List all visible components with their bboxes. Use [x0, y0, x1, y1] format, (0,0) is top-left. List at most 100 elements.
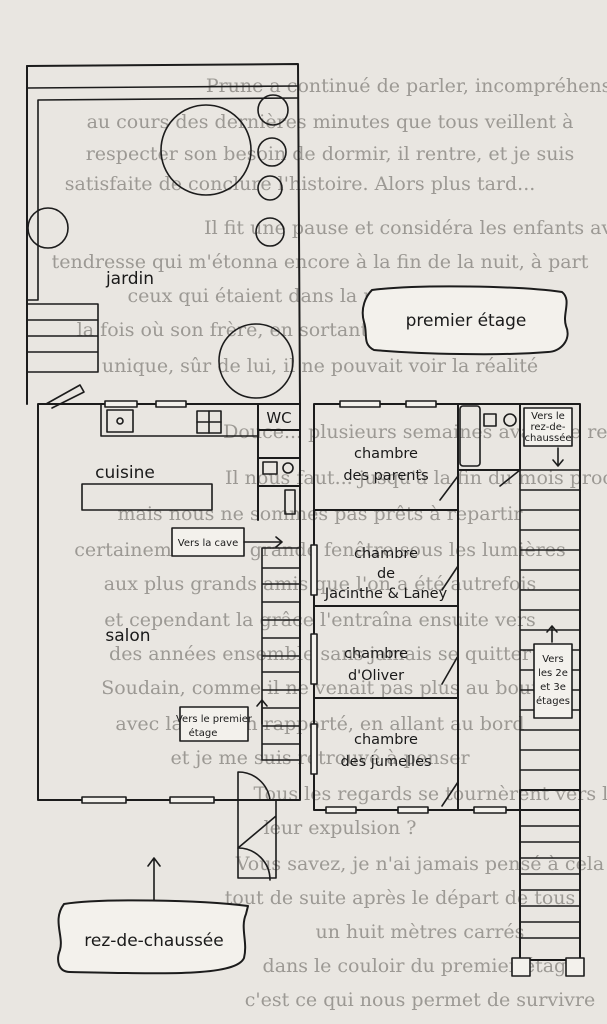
room-dividers: [313, 509, 459, 699]
oliver-room-label-2: d'Oliver: [348, 668, 404, 684]
bleed-line: et cependant la grâce l'entraîna ensuite…: [104, 609, 536, 631]
window: [339, 400, 381, 408]
bleed-line: Soudain, comme il ne venait pas plus au …: [101, 677, 539, 699]
wc-label: WC: [266, 409, 291, 427]
parents-room-label-1: chambre: [354, 446, 418, 462]
bathtub-icon: [459, 405, 481, 467]
hedge: [26, 85, 299, 301]
tree-icon: [257, 175, 283, 201]
arrow-up-icon: [256, 699, 268, 725]
to-ground-floor-sign: [523, 407, 573, 447]
entrance-porch: [237, 799, 277, 879]
bleed-line: des années ensemble sans jamais se quitt…: [109, 643, 532, 665]
exterior-staircase: [511, 789, 585, 977]
ground-floor-label-bubble: [57, 899, 249, 975]
bleed-line: Il fit une pause et considéra les enfant…: [204, 217, 607, 239]
garden-boundary: [26, 63, 301, 405]
bleed-line: dans le couloir du premier étage: [263, 955, 578, 977]
kitchen-sink-icon: [106, 409, 134, 433]
to-first-floor-label-2: étage: [189, 727, 218, 739]
window: [405, 400, 437, 408]
wc-walls: [257, 403, 301, 521]
kitchen-label: cuisine: [95, 463, 155, 483]
window: [310, 723, 318, 775]
jacinthe-room-label-2: de: [377, 566, 395, 582]
wc-sink-icon: [262, 461, 278, 475]
garden-chair: [45, 384, 85, 409]
bleed-through-text: Prune a continué de parler, incompréhens…: [52, 75, 607, 1011]
twins-room-label-1: chambre: [354, 732, 418, 748]
bleed-line: leur expulsion ?: [264, 817, 417, 839]
tree-icon: [255, 217, 285, 247]
living-room-label: salon: [105, 626, 150, 646]
bleed-line: respecter son besoin de dormir, il rentr…: [86, 143, 575, 165]
to-ground-floor-label-1: Vers le: [531, 411, 565, 422]
window: [155, 400, 187, 408]
cellar-sign-label: Vers la cave: [178, 538, 239, 549]
bleed-line: c'est ce qui nous permet de survivre: [245, 989, 596, 1011]
jacinthe-room-label-1: chambre: [354, 546, 418, 562]
bleed-line: Tous les regards se tournèrent vers lui: [253, 783, 607, 805]
garden-steps: [26, 303, 99, 373]
bleed-line: satisfaite de conclure l'histoire. Alors…: [65, 173, 536, 195]
bleed-line: certainement à la grande fenêtre sous le…: [74, 539, 566, 561]
tree-icon: [160, 104, 252, 196]
twins-room-label-2: des jumelles: [340, 754, 431, 770]
bleed-line: au cours des dernières minutes que tous …: [87, 111, 574, 133]
bathroom-sink-icon: [483, 413, 497, 427]
bleed-line: Il nous faut... jusqu'à la fin du mois p…: [225, 467, 607, 489]
arrow-up-icon: [546, 625, 558, 643]
window: [325, 806, 357, 814]
ground-floor-staircase: [261, 547, 301, 761]
to-ground-floor-label-2: rez-de-: [530, 422, 565, 433]
oliver-room-label-1: chambre: [344, 646, 408, 662]
to-upper-floors-label-2: les 2e: [538, 668, 568, 679]
bleed-line: aux plus grands amis que l'on a été autr…: [104, 573, 537, 595]
cellar-sign: [171, 527, 245, 557]
window: [104, 400, 138, 408]
bleed-line: Vous savez, je n'ai jamais pensé à cela: [235, 853, 604, 875]
first-floor-label: premier étage: [406, 311, 527, 331]
ground-floor-label: rez-de-chaussée: [84, 931, 223, 951]
first-floor-plan: premier étage Vers le rez-de- chaussée: [310, 285, 585, 977]
bleed-line: unique, sûr de lui, il ne pouvait voir l…: [102, 355, 538, 377]
to-upper-floors-label-1: Vers: [542, 654, 564, 665]
parents-room-label-2: des parents: [343, 468, 428, 484]
bathroom-toilet-icon: [503, 413, 517, 427]
window: [473, 806, 507, 814]
window: [310, 633, 318, 685]
arrow-up-icon: [147, 857, 161, 901]
jacinthe-room-label-3: Jacinthe & Laney: [324, 586, 448, 602]
window: [310, 544, 318, 596]
bathroom-door: [499, 469, 521, 487]
to-upper-floors-sign: [533, 643, 573, 719]
to-upper-floors-label-3: et 3e: [540, 682, 566, 693]
bathroom-walls: [457, 403, 521, 471]
stair-post: [565, 957, 585, 977]
toilet-tank-icon: [284, 489, 296, 515]
to-first-floor-sign: [179, 706, 249, 742]
garden-label: jardin: [105, 269, 154, 289]
bleed-line: un huit mètres carrés: [316, 921, 525, 943]
first-floor-label-bubble: [361, 285, 569, 356]
ground-floor-walls: [37, 403, 301, 801]
front-door-left: [237, 771, 271, 801]
to-ground-floor-label-3: chaussée: [524, 432, 571, 444]
to-upper-floors-label-4: étages: [536, 695, 570, 707]
first-floor-staircase: [519, 469, 581, 791]
bleed-line: Prune a continué de parler, incompréhens…: [206, 75, 607, 97]
window: [397, 806, 429, 814]
window: [81, 796, 127, 804]
bleed-line: mais nous ne sommes pas prêts à repartir: [118, 503, 524, 525]
toilet-icon: [282, 462, 294, 474]
ground-floor-plan: jardin cuisine WC Vers la cave Vers le p…: [26, 63, 301, 975]
bleed-line: et je me suis retrouvé à penser: [170, 747, 470, 769]
bush-icon: [27, 207, 69, 249]
window: [169, 796, 215, 804]
tree-icon: [257, 94, 289, 126]
bleed-line: tendresse qui m'étonna encore à la fin d…: [52, 251, 589, 273]
stair-post: [511, 957, 531, 977]
to-first-floor-label-1: Vers le premier: [176, 714, 253, 725]
